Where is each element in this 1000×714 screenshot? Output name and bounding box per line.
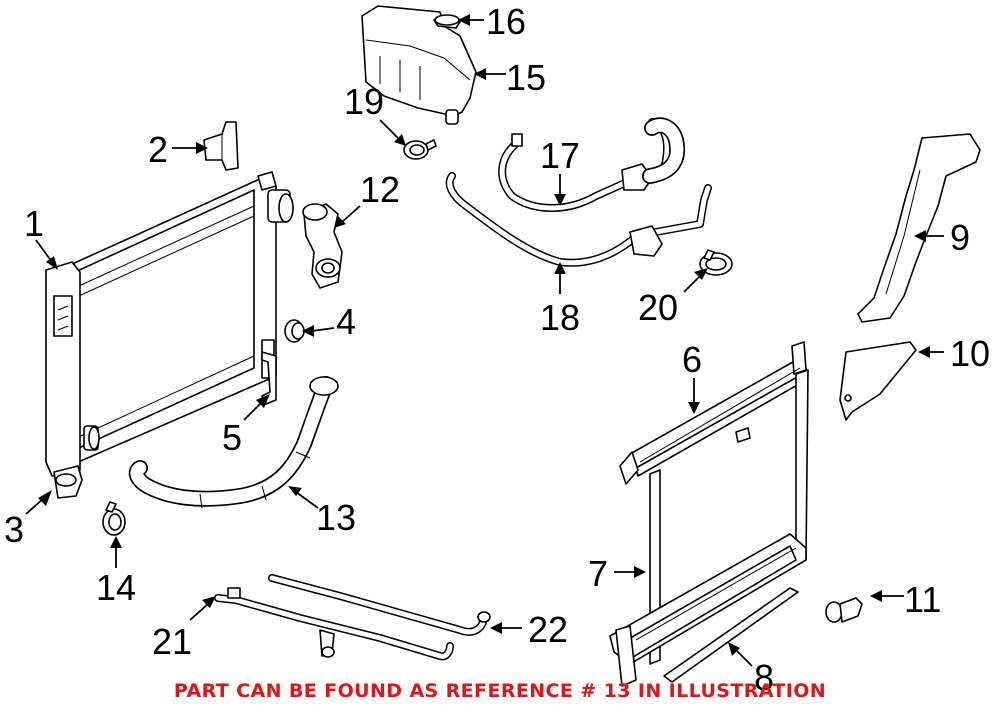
callout-10: 10 [950,333,990,374]
reference-note: PART CAN BE FOUND AS REFERENCE # 13 IN I… [173,680,827,702]
callout-5: 5 [222,417,242,458]
leader-lines [25,14,944,667]
callout-14: 14 [96,567,136,608]
callout-9: 9 [950,217,970,258]
upper-bracket [203,121,239,171]
reservoir-cap [433,14,461,29]
air-deflector [857,133,981,323]
callout-22: 22 [528,609,568,650]
callout-16: 16 [486,1,526,42]
callout-6: 6 [682,339,702,380]
callout-15: 15 [506,57,546,98]
callout-19: 19 [344,81,384,122]
callout-labels: 1 2 3 4 5 6 7 8 9 10 11 12 13 14 15 16 1… [4,1,990,698]
upper-hose [498,117,686,212]
callout-17: 17 [540,135,580,176]
drain-fitting [53,465,83,499]
hose-clamp-14 [102,501,126,536]
callout-12: 12 [360,169,400,210]
push-pin [825,597,863,623]
thermostat-housing [302,203,343,289]
callout-11: 11 [904,579,941,620]
grommet [284,319,305,343]
callout-18: 18 [540,297,580,338]
lower-radiator-hose [128,376,339,509]
callout-2: 2 [148,129,168,170]
callout-1: 1 [24,203,44,244]
callout-4: 4 [336,301,356,342]
lower-tube [214,587,454,661]
coolant-reservoir [361,5,477,125]
callout-21: 21 [152,621,192,662]
callout-3: 3 [4,509,24,550]
hose-clamp-20 [699,249,733,276]
hose-clamp-19 [403,139,437,160]
side-panel [839,341,917,421]
callout-20: 20 [638,287,678,328]
callout-7: 7 [588,553,608,594]
side-bracket [261,351,277,405]
callout-8: 8 [754,657,774,698]
upper-tube [268,574,491,636]
callout-13: 13 [316,497,356,538]
lower-hose [445,172,712,267]
radiator [45,171,294,477]
shroud-frame [609,341,809,687]
seal-strip [663,587,799,683]
